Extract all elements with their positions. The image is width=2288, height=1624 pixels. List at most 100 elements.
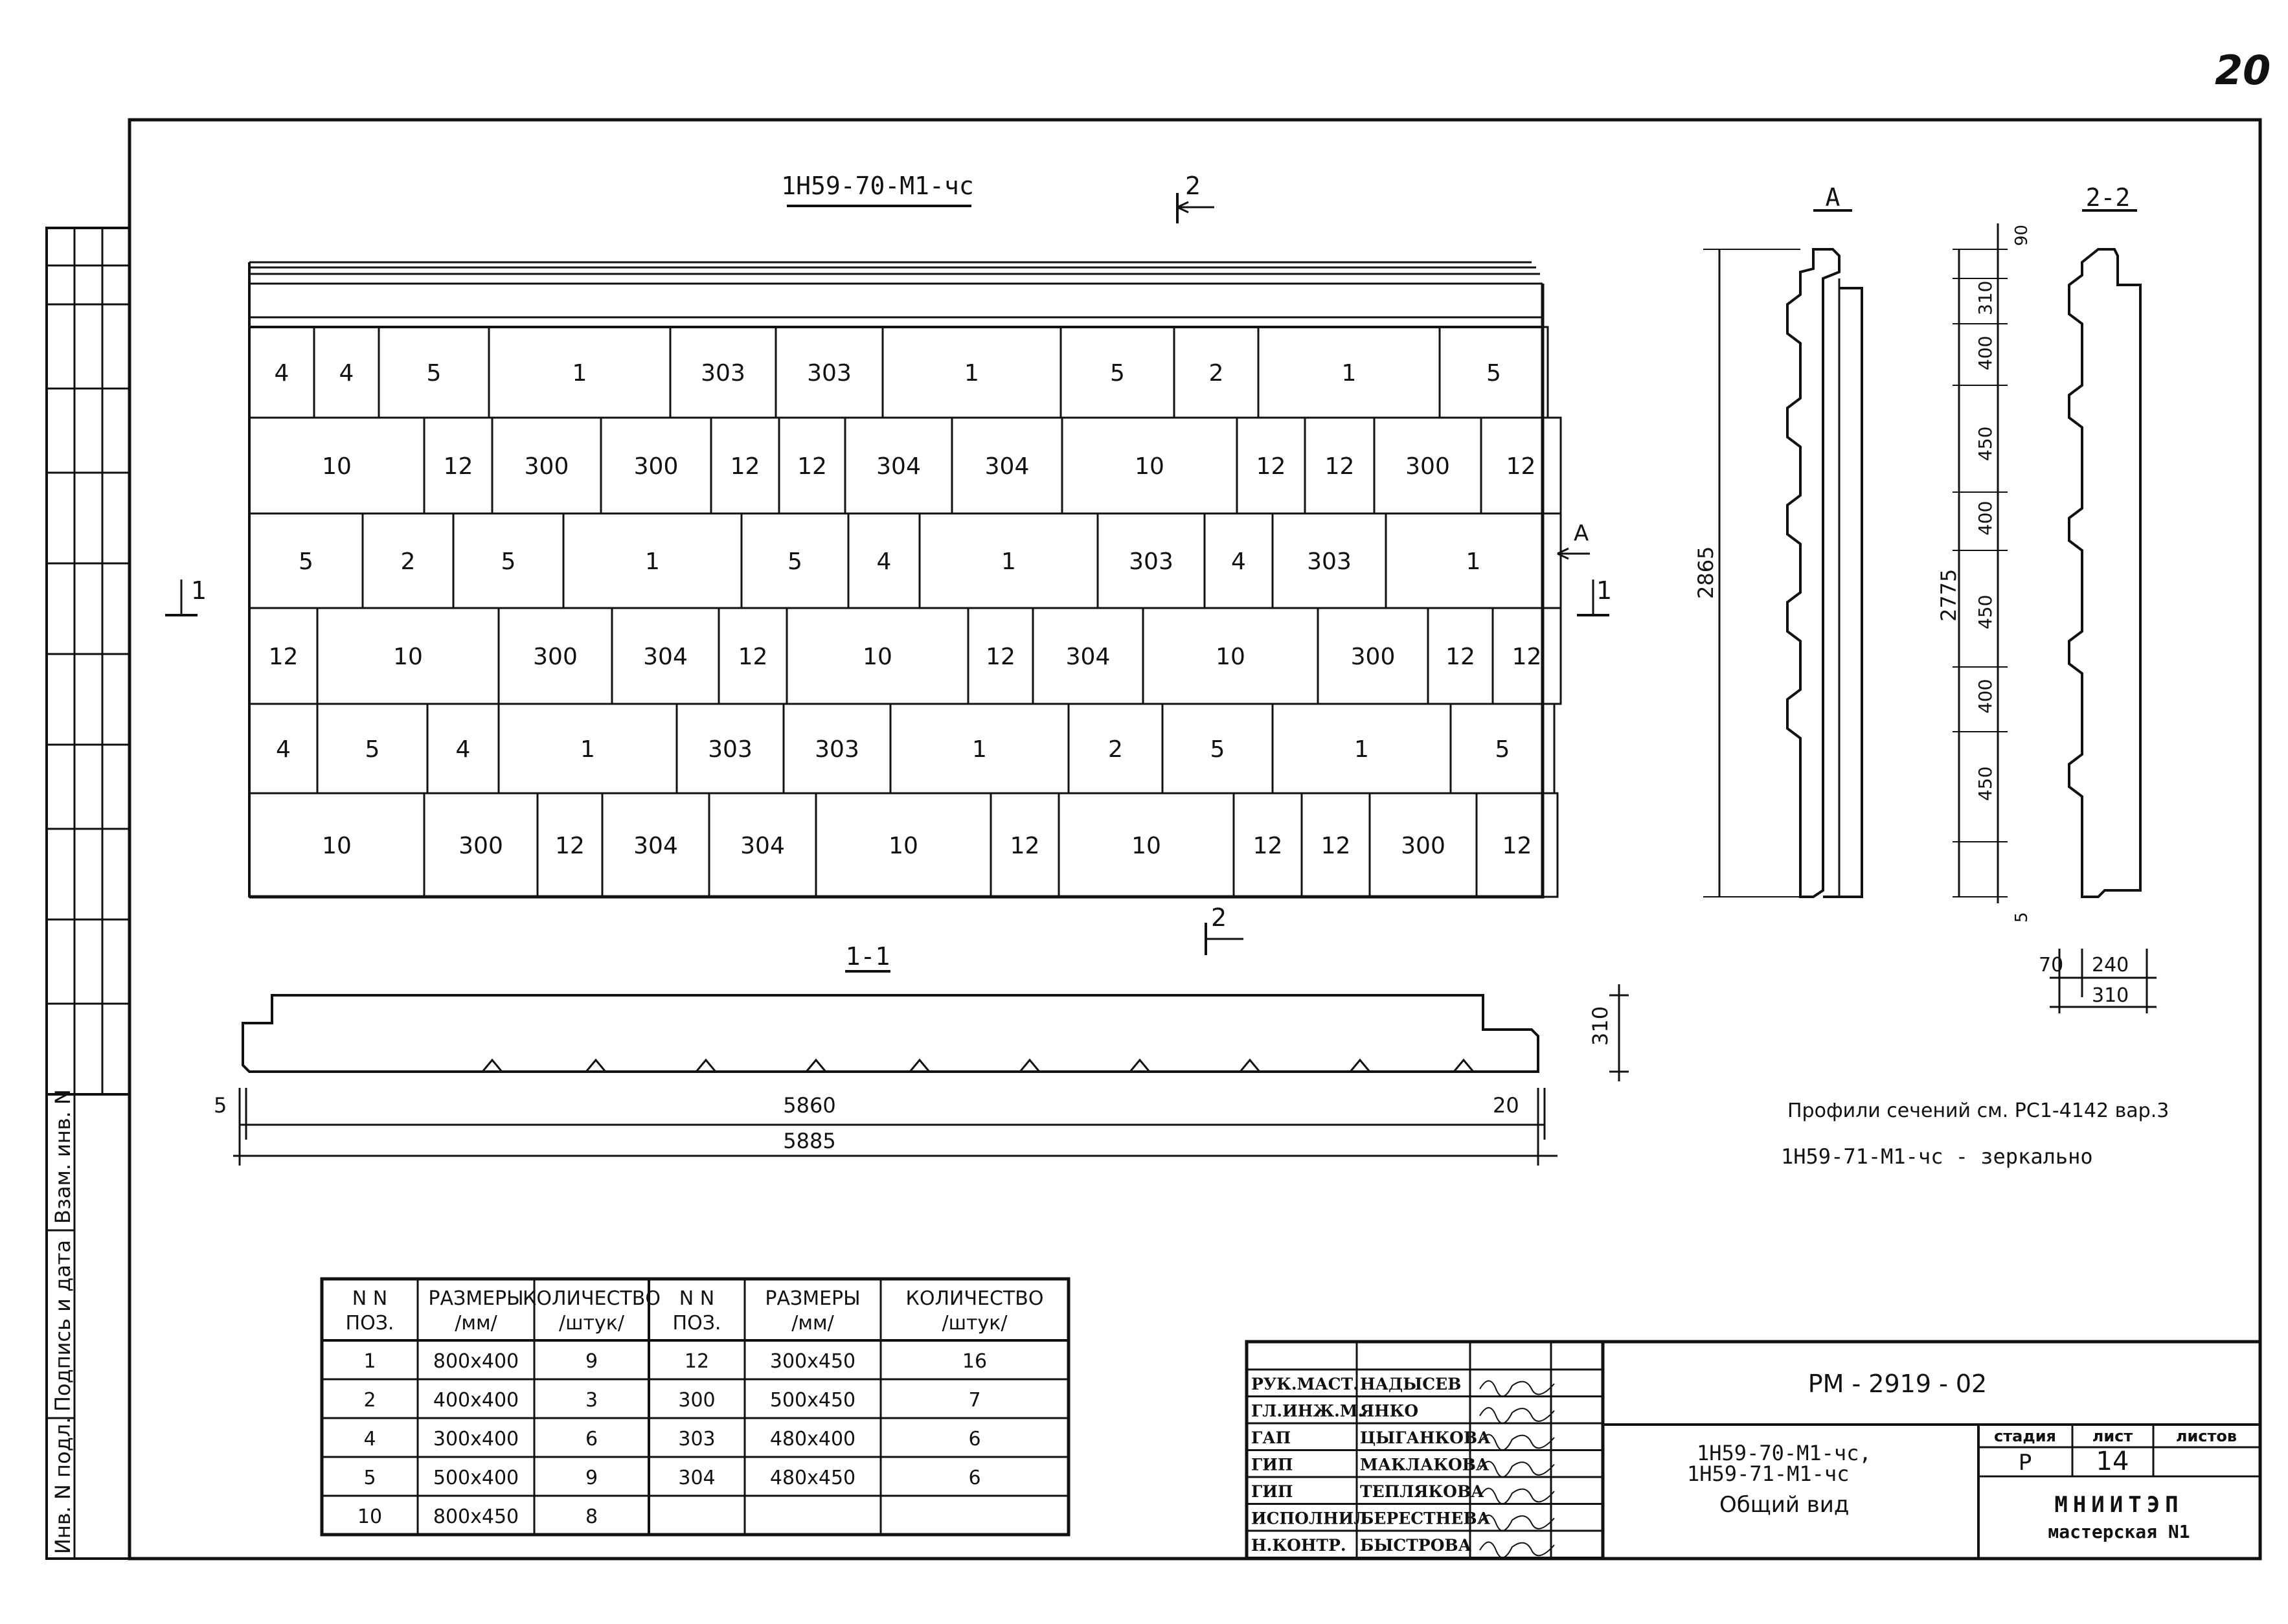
panel-tile-label: 1 (645, 548, 660, 575)
cut-mark-1-left: 1 (165, 576, 207, 616)
dim-5885: 5885 (783, 1129, 835, 1153)
signature-name: ЯНКО (1360, 1402, 1418, 1421)
spec-cell: 16 (962, 1350, 987, 1373)
sheet-title: Общий вид (1719, 1492, 1849, 1518)
title-panels-2: 1Н59-71-М1-чс (1687, 1461, 1849, 1486)
panel-tile-label: 2 (1108, 736, 1123, 763)
panel-tile-label: 2 (1209, 360, 1224, 387)
section-2-profile (2068, 248, 2142, 898)
signature-scribble (1479, 1541, 1555, 1559)
panel-tile-label: 304 (633, 833, 678, 859)
panel-tile-label: 10 (863, 644, 892, 670)
panel-tile-label: 300 (1351, 644, 1396, 670)
signature-name: БЕРЕСТНЕВА (1360, 1509, 1491, 1528)
panel-tile-label: 5 (1486, 360, 1501, 387)
svg-text:310: 310 (2092, 984, 2129, 1007)
spec-cell: 500x450 (770, 1389, 855, 1412)
sheets-header: листов (2176, 1427, 2237, 1445)
panel-tile-label: 5 (427, 360, 442, 387)
spec-header-cell: КОЛИЧЕСТВО (906, 1287, 1044, 1310)
signature-role: РУК.МАСТ. (1251, 1375, 1359, 1393)
panel-tile-label: 12 (986, 644, 1015, 670)
spec-cell: 8 (585, 1506, 598, 1528)
panel-tile-label: 303 (1307, 548, 1352, 575)
panel-tile-label: 12 (1253, 833, 1283, 859)
svg-text:1: 1 (1596, 576, 1612, 605)
spec-cell: 800x400 (433, 1350, 519, 1373)
panel-tile-label: 12 (797, 453, 827, 480)
panel-tile-label: 5 (1210, 736, 1225, 763)
dim-step-label: 450 (1975, 427, 1996, 461)
svg-text:240: 240 (2092, 954, 2129, 976)
svg-text:90: 90 (2012, 225, 2032, 246)
panel-tile-label: 12 (1445, 644, 1475, 670)
panel-tile-label: 12 (1502, 833, 1532, 859)
panel-tile-label: 10 (1135, 453, 1164, 480)
panel-tile-label: 12 (1010, 833, 1040, 859)
panel-tile-label: 12 (1506, 453, 1536, 480)
spec-header-cell: ПОЗ. (673, 1312, 721, 1335)
svg-text:2: 2 (1185, 172, 1201, 200)
panel-tile-label: 300 (634, 453, 679, 480)
panel-tile-label: 4 (456, 736, 471, 763)
signature-name: ЦЫГАНКОВА (1360, 1428, 1491, 1447)
dim-step-label: 400 (1975, 336, 1996, 370)
doc-code: РМ - 2919 - 02 (1808, 1370, 1988, 1398)
panel-tile-label: 300 (459, 833, 503, 859)
svg-text:А: А (1574, 521, 1589, 547)
panel-tile-label: 304 (740, 833, 785, 859)
stamp-label-replace: Взам. инв. N (51, 1089, 75, 1224)
signature-scribble (1479, 1515, 1555, 1531)
panel-tile-label: 4 (877, 548, 892, 575)
svg-text:310: 310 (1588, 1006, 1613, 1046)
spec-cell: 400x400 (433, 1389, 519, 1412)
panel-tile-label: 4 (1231, 548, 1246, 575)
signature-role: ГЛ.ИНЖ.М. (1251, 1402, 1363, 1421)
panel-tile-label: 1 (1342, 360, 1357, 387)
spec-cell: 3 (585, 1389, 598, 1412)
panel-tile-label: 12 (444, 453, 473, 480)
panel-tile-label: 10 (889, 833, 918, 859)
spec-header-cell: /штук/ (559, 1312, 625, 1335)
signature-scribble (1479, 1461, 1555, 1478)
panel-tile-label: 10 (1131, 833, 1161, 859)
spec-cell: 480x450 (770, 1467, 855, 1489)
panel-tile-label: 4 (276, 736, 291, 763)
panel-tile-label: 304 (643, 644, 688, 670)
spec-cell: 12 (685, 1350, 709, 1373)
dim-step-label: 400 (1975, 679, 1996, 714)
panel-tile-label: 12 (555, 833, 585, 859)
spec-header-cell: КОЛИЧЕСТВО (523, 1287, 661, 1310)
spec-cell: 480x400 (770, 1428, 855, 1450)
svg-text:1: 1 (191, 576, 207, 605)
side-stamp: Инв. N подл. Подпись и дата Взам. инв. N (45, 227, 131, 1560)
spec-cell: 6 (585, 1428, 598, 1450)
spec-header-cell: N N (352, 1287, 387, 1310)
signature-role: ИСПОЛНИЛ (1251, 1509, 1368, 1528)
panel-tile-label: 4 (339, 360, 354, 387)
panel-tile-label: 5 (501, 548, 516, 575)
spec-cell: 9 (585, 1467, 598, 1489)
spec-header-cell: РАЗМЕРЫ (428, 1287, 523, 1310)
panel-tile-label: 5 (299, 548, 313, 575)
svg-text:2: 2 (1211, 903, 1227, 932)
panel-tile-label: 1 (1354, 736, 1369, 763)
cut-mark-2-top: 2 (1176, 172, 1214, 223)
spec-cell: 2 (363, 1389, 376, 1412)
spec-cell: 10 (357, 1506, 382, 1528)
panel-tile-label: 300 (1405, 453, 1450, 480)
spec-cell: 300x400 (433, 1428, 519, 1450)
panel-tile-label: 1 (1001, 548, 1016, 575)
panel-tile-label: 12 (1321, 833, 1351, 859)
dim-step-label: 450 (1975, 595, 1996, 629)
panel-top-band (248, 261, 1543, 897)
sheet-value: 14 (2096, 1447, 2129, 1476)
dim-step-label: 400 (1975, 501, 1996, 536)
panel-tile-label: 304 (1066, 644, 1111, 670)
spec-cell: 6 (968, 1428, 980, 1450)
sheet-header: лист (2092, 1427, 2133, 1445)
title-panels-1: 1Н59-70-М1-чс, (1697, 1441, 1872, 1465)
